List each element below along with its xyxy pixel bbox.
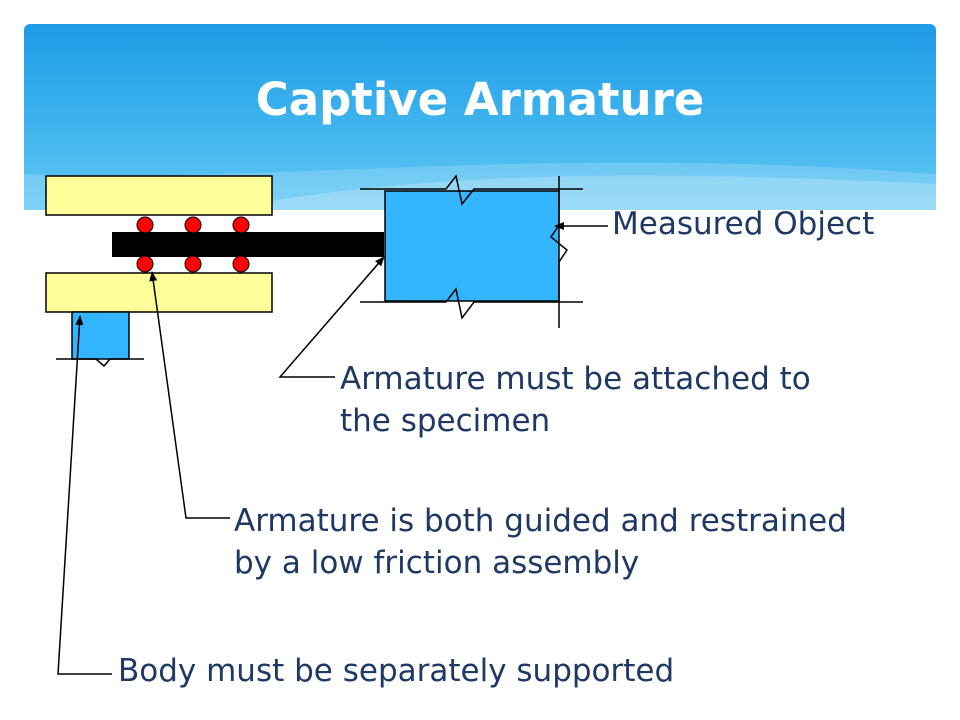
guided-leader [149,271,230,519]
body-text: Body must be separately supported [118,653,675,689]
bearing-ball [184,255,202,273]
measured-object [384,190,560,302]
attached-label: Armature must be attached to the specime… [340,358,811,442]
attached-leader [278,256,385,378]
bearing-ball [232,216,250,234]
body-support-break-line [56,358,144,368]
specimen-right-break-line [549,176,569,328]
guided-text-line1: Armature is both guided and restrained [234,503,847,539]
guided-label: Armature is both guided and restrained b… [234,500,847,584]
measured-object-text: Measured Object [612,206,875,242]
body-label: Body must be separately supported [118,650,674,692]
attached-text-line2: the specimen [340,403,551,439]
bearing-ball [232,255,250,273]
body-leader [57,315,112,675]
bearing-ball [184,216,202,234]
specimen-top-break-line [360,174,583,206]
bearing-ball [136,255,154,273]
guided-text-line2: by a low friction assembly [234,545,640,581]
bearing-ball [136,216,154,234]
measured-object-label: Measured Object [612,203,874,245]
specimen-bottom-break-line [360,287,583,320]
armature-rod [112,232,384,257]
attached-text-line1: Armature must be attached to [340,361,811,397]
slide-title: Captive Armature [255,73,705,126]
upper-guide-plate [45,175,273,216]
lower-guide-plate [45,272,273,313]
